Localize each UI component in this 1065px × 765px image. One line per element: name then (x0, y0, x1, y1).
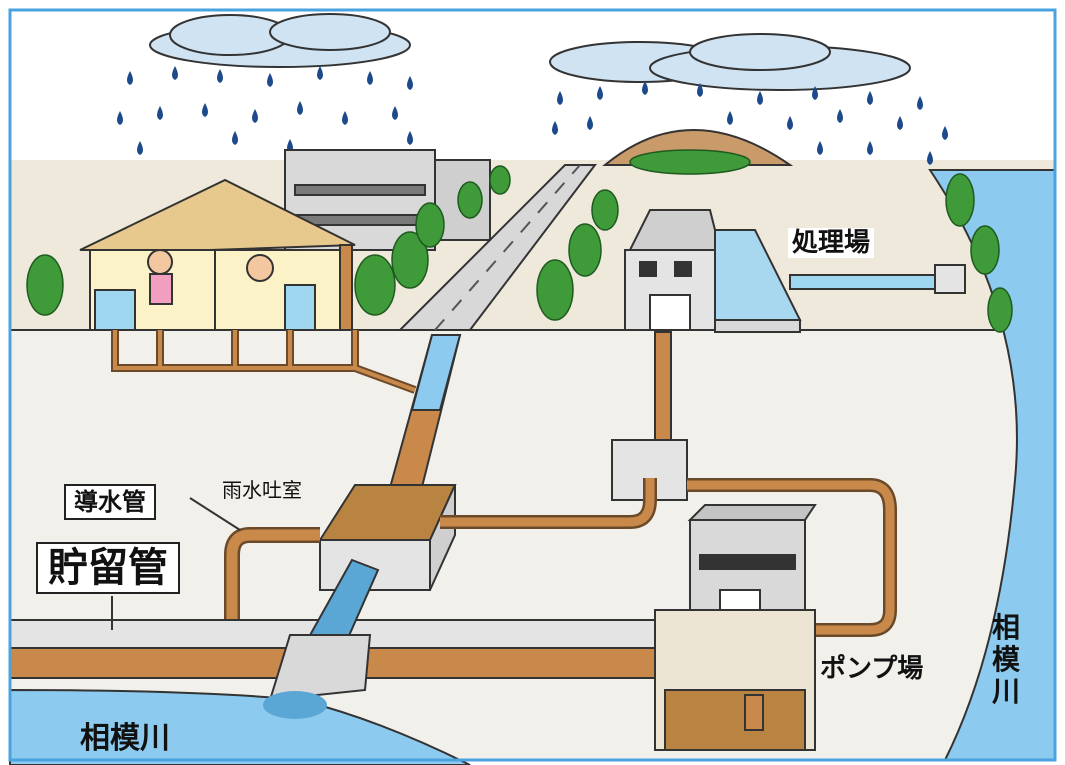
rain-drop (787, 116, 793, 130)
rain-drop (597, 86, 603, 100)
rain-drop (837, 109, 843, 123)
storage-pipe-label: 貯留管 (36, 542, 180, 594)
rain-drop (407, 76, 413, 90)
rain-drop (157, 106, 163, 120)
rain-drop (727, 111, 733, 125)
rain-drop (217, 69, 223, 83)
rain-drop (202, 103, 208, 117)
rain-drop (757, 91, 763, 105)
rain-drop (697, 83, 703, 97)
road (397, 164, 598, 331)
treatment-plant-label: 処理場 (788, 228, 875, 258)
overflow-chamber (318, 484, 457, 591)
intake-pipe-label: 導水管 (64, 484, 156, 520)
storm-drain-pipe (386, 334, 462, 496)
rain-drop (172, 66, 178, 80)
rain-drop (317, 66, 323, 80)
river-label-bottom: 相模川 (80, 721, 170, 756)
rain-drop (812, 86, 818, 100)
rain-drop (552, 121, 558, 135)
rain-drop (342, 111, 348, 125)
diagram-frame (8, 8, 1057, 762)
rain-drop (252, 109, 258, 123)
rain-drop (367, 71, 373, 85)
rain-drop (117, 111, 123, 125)
cloud-left (149, 13, 411, 68)
rain-drop (867, 91, 873, 105)
rain-drop (392, 106, 398, 120)
rain-drop (267, 73, 273, 87)
cloud-right (549, 33, 911, 91)
trees (26, 149, 1013, 333)
pump-station (654, 504, 817, 751)
rain-drop (127, 71, 133, 85)
rain-drop (137, 141, 143, 155)
rain-drop (897, 116, 903, 130)
rain-drop (817, 141, 823, 155)
rain-drop (587, 116, 593, 130)
river-label-right: 相模川 (991, 611, 1020, 709)
rain-drop (927, 151, 933, 165)
house (79, 178, 356, 331)
rain-drop (942, 126, 948, 140)
treatment-plant (624, 209, 966, 333)
pump-station-label: ポンプ場 (820, 654, 924, 684)
rain-drop (297, 101, 303, 115)
rain-drop (867, 141, 873, 155)
rain-drop (642, 81, 648, 95)
rain-drop (232, 131, 238, 145)
intake-leader-line (189, 497, 241, 531)
overflow-chamber-label: 雨水吐室 (222, 478, 302, 502)
rain-drop (917, 96, 923, 110)
rain-drops (117, 66, 948, 165)
rain-drop (557, 91, 563, 105)
rain-drop (407, 131, 413, 145)
outfall-pipe (263, 558, 380, 719)
